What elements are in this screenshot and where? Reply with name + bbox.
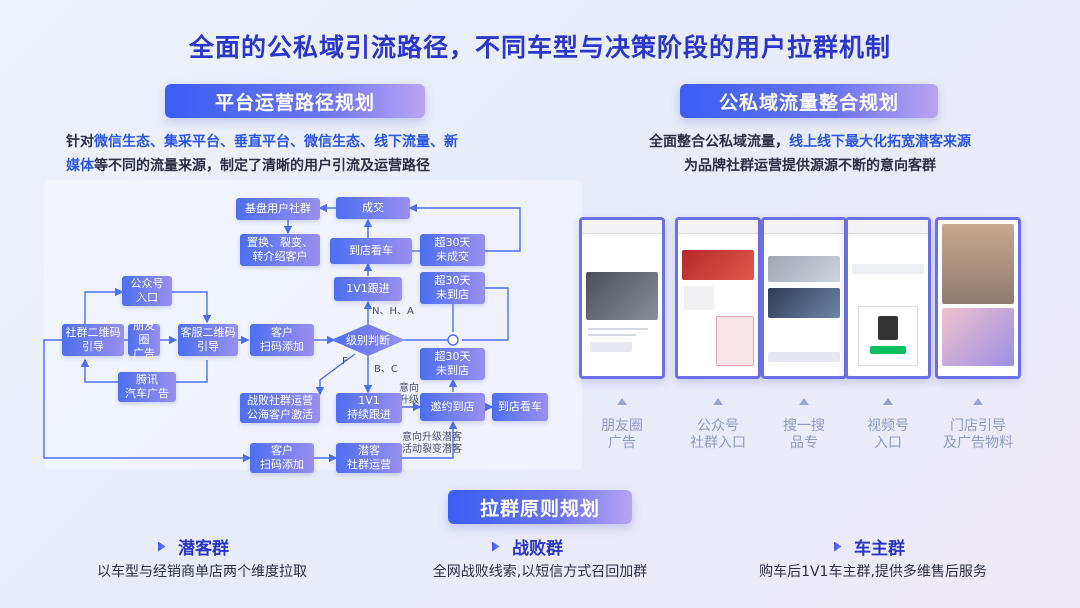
left-desc-prefix: 针对 [66,134,94,150]
flow-box-yaoyue-daodian: 邀约到店 [420,393,485,421]
left-desc-suffix: 等不同的流量来源，制定了清晰的用户引流及运营路径 [94,158,430,174]
group-title-text: 战败群 [512,539,563,559]
caption-arrow [973,398,983,405]
caption-arrow [799,398,809,405]
banner-image [768,256,840,282]
caption-arrow [883,398,893,405]
flow-box-jipan: 基盘用户社群 [236,198,320,220]
tag-row [590,342,632,352]
phone-status-bar [848,220,928,234]
group-title-lost: 战败群 [492,534,563,559]
flow-label-shengji: 意向升级潜客 活动裂变潜客 [402,432,462,455]
flow-box-chao30-weidaodian-bottom: 超30天 未到店 [420,348,485,380]
text-line [588,334,636,336]
flow-box-tengxun: 腾讯 汽车广告 [118,372,176,402]
flow-box-qianke-shequn: 潜客 社群运营 [336,443,402,473]
right-desc-line2: 为品牌社群运营提供源源不断的意向客群 [684,158,936,174]
group-title-text: 潜客群 [178,539,229,559]
phone-caption-search: 搜一搜 品专 [783,418,825,451]
left-description: 针对微信生态、集采平台、垂直平台、微信生态、线下流量、新 媒体等不同的流量来源，… [66,130,536,178]
right-description: 全面整合公私域流量，线上线下最大化拓宽潜客来源 为品牌社群运营提供源源不断的意向… [600,130,1020,178]
flow-label-nha: N、H、A [372,306,414,317]
group-desc-lost: 全网战败线索,以短信方式召回加群 [432,564,648,580]
flow-box-daodian-right: 到店看车 [492,393,548,421]
car-image [586,272,658,320]
flow-box-zhihuan: 置换、裂变、 转介绍客户 [240,234,320,266]
page-title: 全面的公私域引流路径，不同车型与决策阶段的用户拉群机制 [188,33,891,62]
flow-box-gongzhonghao: 公众号 入口 [122,276,172,306]
confirm-button [870,346,906,354]
flow-box-zhanbai: 战败社群运营 公海客户激活 [240,393,320,423]
flow-box-daodian-top: 到店看车 [330,238,412,264]
banner-image [682,250,754,280]
flow-box-pengyouquan: 朋友圈 广告 [128,319,160,360]
car-list [768,352,840,362]
left-desc-highlight-1: 微信生态、集采平台、垂直平台、微信生态、线下流量、新 [94,134,458,150]
flow-box-chao30-weidaodian-top: 超30天 未到店 [420,272,485,304]
phone-screenshot-official-account [675,217,761,379]
menu-popup [716,316,754,366]
phone-status-bar [764,220,844,234]
phone-caption-official-account: 公众号 社群入口 [690,418,746,451]
car-image [768,288,840,318]
section-heading-group-rules: 拉群原则规划 [448,490,632,524]
profile-row [852,264,924,274]
flow-box-kefu-erweima: 客服二维码 引导 [178,324,238,356]
triangle-bullet-icon [492,541,500,552]
right-desc-prefix: 全面整合公私域流量， [649,134,789,150]
flow-box-chao30-weichengjiao: 超30天 未成交 [420,234,485,266]
phone-caption-channels: 视频号 入口 [867,418,909,451]
phone-caption-store: 门店引导 及广告物料 [943,418,1013,451]
group-desc-prospect: 以车型与经销商单店两个维度拉取 [97,564,307,580]
flow-box-chengjiao: 成交 [336,197,410,219]
phone-status-bar [678,220,758,234]
section-heading-platform-path: 平台运营路径规划 [165,84,425,118]
left-desc-highlight-2: 媒体 [66,158,94,174]
flow-diamond-jibie: 级别判断 [346,334,390,347]
flow-box-chixu-genjin: 1V1 持续跟进 [336,393,402,423]
flow-box-shequn-erweima: 社群二维码 引导 [62,324,124,356]
flow-box-kehu-saoma-2: 客户 扫码添加 [250,443,314,473]
poster-image [942,308,1014,366]
triangle-bullet-icon [158,541,166,552]
flow-box-1v1-genjin: 1V1跟进 [334,277,402,301]
group-title-prospect: 潜客群 [158,534,229,559]
flow-label-yixiang: 意向 升级 [399,383,419,406]
flow-label-bc: B、C [374,364,398,375]
triangle-bullet-icon [834,541,842,552]
store-photo [942,224,1014,304]
caption-arrow [713,398,723,405]
right-desc-highlight: 线上线下最大化拓宽潜客来源 [789,134,971,150]
group-desc-owner: 购车后1V1车主群,提供多维售后服务 [759,564,987,580]
flow-label-f: F [342,356,348,367]
text-line [588,328,648,330]
card-image [684,286,714,310]
phone-screenshot-store [935,217,1021,379]
phone-screenshot-search [761,217,847,379]
caption-arrow [617,398,627,405]
flow-box-kehu-saoma-1: 客户 扫码添加 [250,324,314,356]
phone-caption-moments: 朋友圈 广告 [601,418,643,451]
section-heading-traffic-integration: 公私域流量整合规划 [680,84,938,118]
phone-status-bar [582,220,662,234]
phone-screenshot-channels [845,217,931,379]
group-title-owner: 车主群 [834,534,905,559]
group-title-text: 车主群 [854,539,905,559]
qr-code [878,316,898,340]
phone-screenshot-moments [579,217,665,379]
